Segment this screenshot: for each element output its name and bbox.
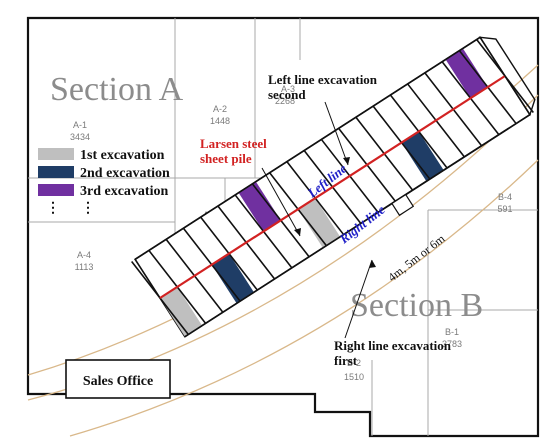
- excavation-panel: [211, 253, 254, 304]
- right-line-first-label: Right line excavation: [334, 338, 452, 353]
- larsen-label: Larsen steel: [200, 136, 267, 151]
- right-line-arrow: [344, 259, 373, 339]
- strip-edge: [184, 114, 531, 338]
- plot-id: B-2: [347, 358, 361, 368]
- left-line-second-label: second: [268, 87, 306, 102]
- plot-area: 2268: [275, 96, 295, 106]
- excavation-panel: [238, 181, 281, 232]
- strip-end-cap: [478, 36, 536, 117]
- section-b-title: Section B: [350, 287, 483, 324]
- plot-area: 1510: [344, 372, 364, 382]
- legend-swatch: [38, 148, 74, 160]
- legend-label: 3rd excavation: [80, 184, 168, 199]
- plot-id: B-4: [498, 192, 512, 202]
- plot-area: 1448: [210, 116, 230, 126]
- dimension-label: 4m, 5m or 6m: [385, 231, 448, 284]
- legend-more: ⋮ ⋮: [46, 201, 95, 216]
- plot-id: A-4: [77, 250, 91, 260]
- strip-edge: [134, 36, 481, 260]
- plot-area: 3783: [442, 339, 462, 349]
- arrow-head-icon: [343, 157, 350, 165]
- legend-label: 2nd excavation: [80, 166, 170, 181]
- section-a-title: Section A: [50, 71, 184, 108]
- plot-id: A-2: [213, 104, 227, 114]
- left-line-arrow: [324, 101, 349, 166]
- plot-id: A-3: [281, 84, 295, 94]
- sales-office-box: [65, 359, 171, 399]
- larsen-arrow: [261, 167, 301, 237]
- excavation-panel: [401, 131, 444, 182]
- legend: 1st excavation 2nd excavation 3rd excava…: [38, 148, 170, 216]
- legend-swatch: [38, 184, 74, 196]
- plot-id: B-1: [445, 327, 459, 337]
- sales-office-label: Sales Office: [83, 374, 153, 389]
- excavation-panel: [160, 286, 203, 337]
- left-line-second-label: Left line excavation: [268, 72, 378, 87]
- shaft-box: [391, 193, 415, 217]
- plot-area: 3434: [70, 132, 90, 142]
- excavation-strip: [131, 36, 536, 338]
- plot-area: 591: [497, 204, 512, 214]
- sheet-pile-centerline: [159, 75, 506, 299]
- legend-swatch: [38, 166, 74, 178]
- excavation-panel: [445, 48, 488, 99]
- excavation-panel: [298, 198, 341, 248]
- legend-label: 1st excavation: [80, 148, 165, 163]
- arrow-head-icon: [294, 228, 301, 236]
- larsen-label: sheet pile: [200, 151, 252, 166]
- plot-id: A-1: [73, 120, 87, 130]
- plot-area: 1113: [75, 262, 94, 272]
- arrow-head-icon: [369, 260, 376, 268]
- right-line-first-label: first: [334, 353, 358, 368]
- parcel-lines: [28, 18, 538, 436]
